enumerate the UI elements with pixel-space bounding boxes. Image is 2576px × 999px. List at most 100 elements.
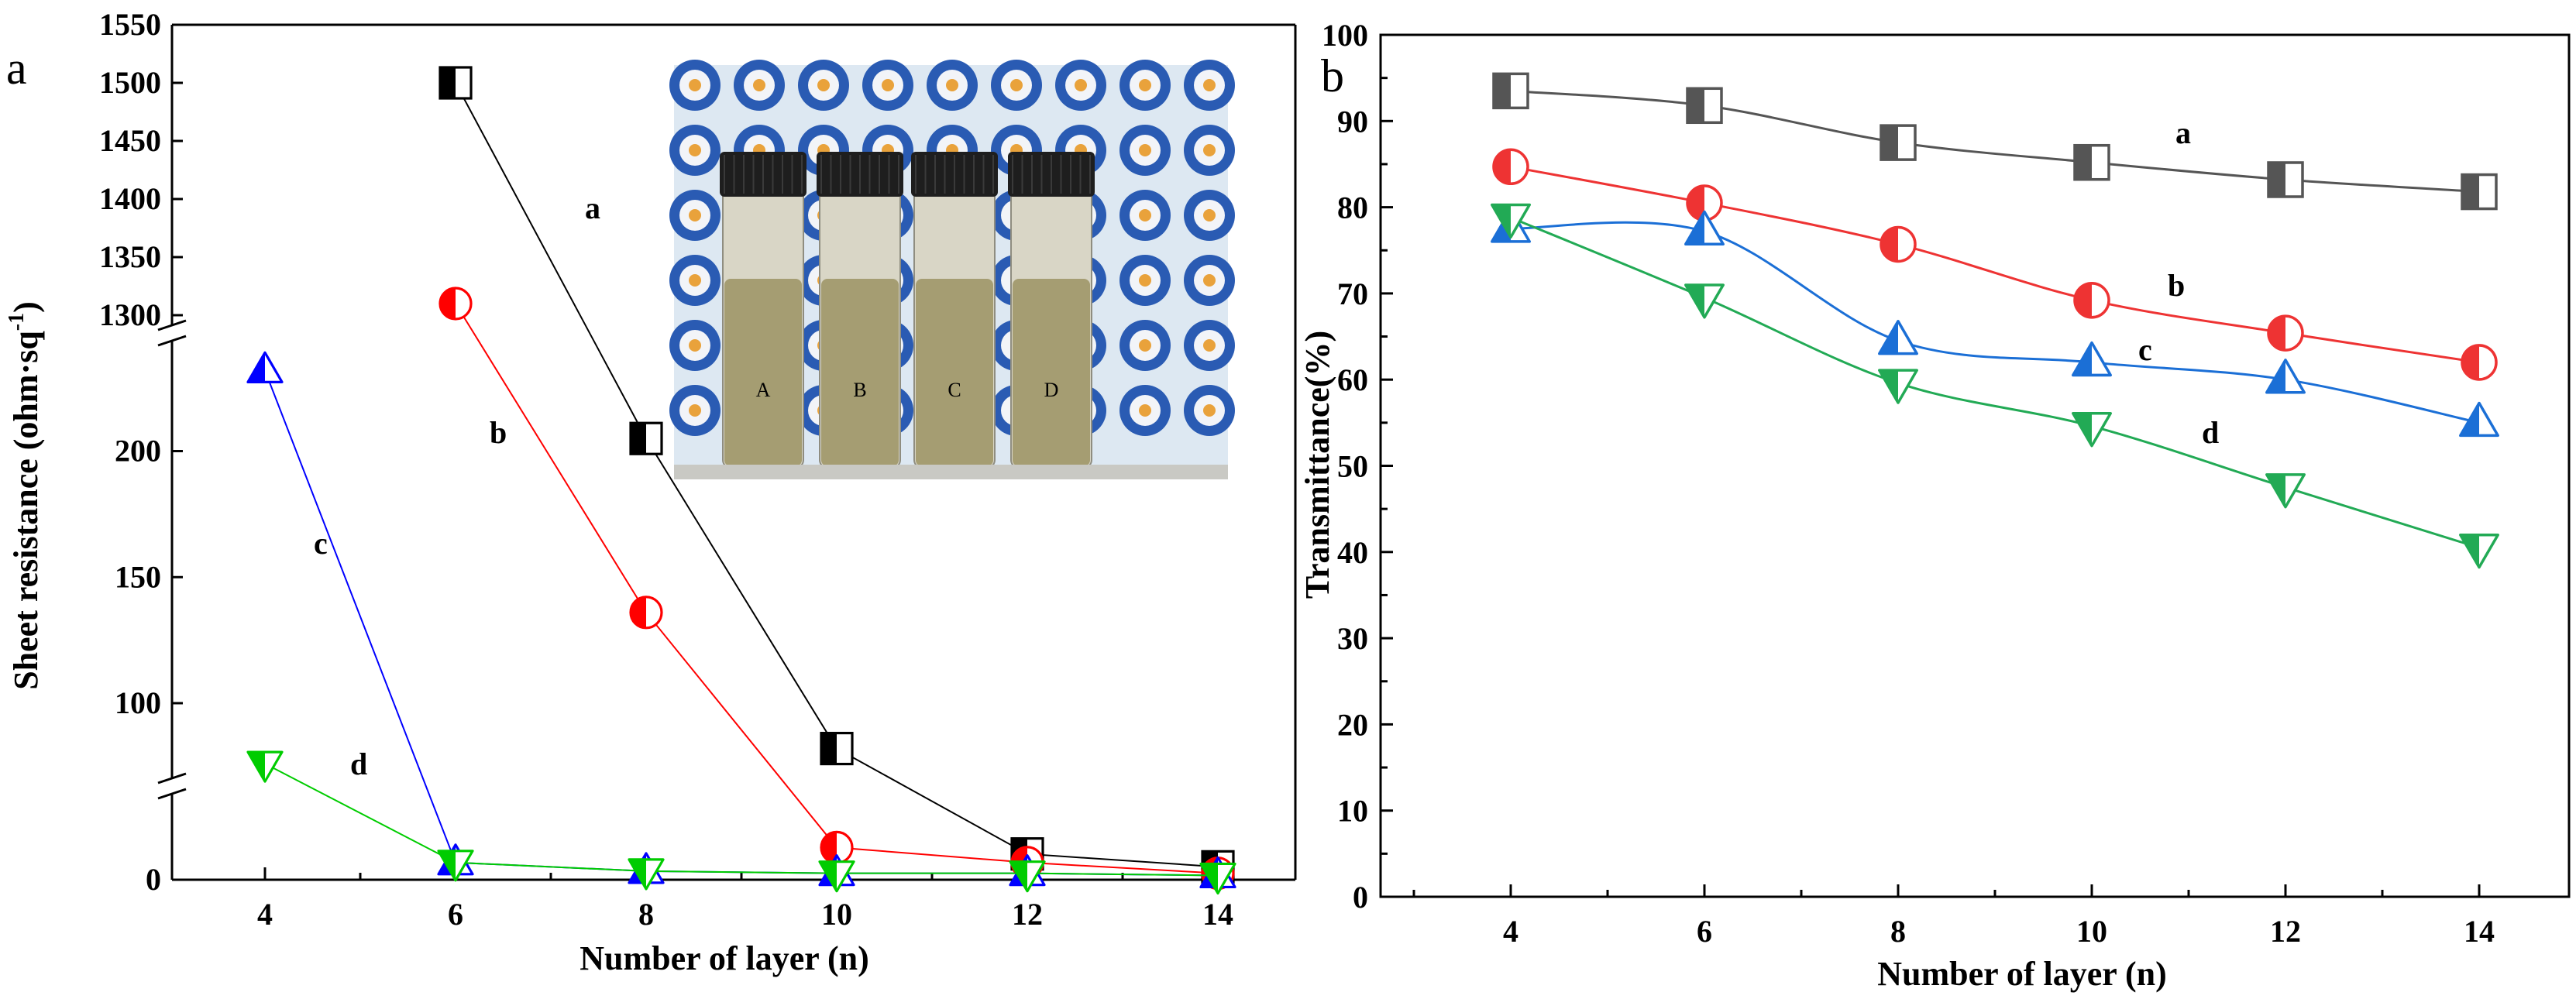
data-point-b	[439, 287, 473, 321]
data-point-b	[1880, 225, 1917, 263]
sticker-dot	[1139, 274, 1151, 287]
sticker-dot	[1203, 339, 1216, 352]
y-tick-label: 30	[1337, 621, 1368, 656]
series-label-b: b	[490, 415, 507, 450]
series-line-c	[1510, 221, 2480, 424]
data-point-b	[1492, 148, 1529, 186]
vial-label: A	[756, 379, 771, 401]
data-point-b	[2267, 314, 2304, 352]
data-point-c	[2265, 359, 2306, 394]
sticker-dot	[689, 274, 701, 287]
sticker-dot	[1203, 144, 1216, 156]
data-point-d	[2265, 473, 2306, 509]
data-point-b	[820, 830, 854, 864]
data-point-b	[2073, 282, 2110, 319]
vial-liquid	[821, 279, 899, 466]
panel-b-y-axis-title: Transmittance(%)	[1298, 331, 1336, 599]
sticker-dot	[689, 79, 701, 91]
y-tick-label: 0	[146, 862, 161, 897]
data-point-a	[629, 421, 663, 455]
y-tick-label: 100	[115, 685, 161, 720]
y-tick-label: 60	[1337, 362, 1368, 397]
data-point-a	[1880, 124, 1917, 161]
data-point-d	[628, 858, 665, 891]
data-point-d	[1878, 369, 1918, 404]
series-label-c: c	[2138, 332, 2152, 367]
panel-a-label: a	[6, 43, 27, 94]
y-tick-label: 100	[1322, 18, 1368, 53]
data-point-d	[1491, 203, 1531, 239]
y-tick-label: 20	[1337, 707, 1368, 742]
y-tick-label: 50	[1337, 449, 1368, 484]
y-tick-label: 70	[1337, 276, 1368, 311]
sticker-dot	[882, 79, 894, 91]
y-tick-label: 200	[115, 434, 161, 469]
axis-break-mark	[157, 335, 187, 347]
panel-a-x-axis-title: Number of layer (n)	[580, 939, 869, 977]
data-point-b	[629, 596, 663, 630]
data-point-d	[818, 860, 855, 893]
axis-break-mark	[157, 772, 187, 784]
x-tick-label: 14	[1202, 897, 1233, 932]
data-point-d	[2459, 533, 2499, 569]
sticker-dot	[1075, 79, 1087, 91]
x-tick-label: 14	[2464, 914, 2495, 949]
sticker-dot	[689, 339, 701, 352]
x-tick-label: 4	[257, 897, 273, 932]
y-tick-label: 80	[1337, 191, 1368, 225]
sticker-dot	[689, 209, 701, 221]
sticker-dot	[1139, 209, 1151, 221]
series-label-b: b	[2168, 268, 2185, 303]
vial-label: C	[948, 379, 961, 401]
series-line-a	[1510, 89, 2480, 194]
series-line-b	[1510, 165, 2480, 364]
series-line-d	[264, 763, 1219, 877]
y-tick-label: 1500	[99, 65, 161, 100]
data-point-a	[1686, 87, 1723, 125]
series-label-d: d	[350, 747, 367, 781]
y-tick-label: 1450	[99, 123, 161, 158]
data-point-c	[2072, 341, 2112, 377]
sticker-dot	[1139, 144, 1151, 156]
sticker-dot	[817, 79, 830, 91]
series-line-d	[1510, 216, 2480, 549]
series-label-c: c	[314, 526, 328, 561]
data-point-d	[246, 750, 284, 783]
panel-b-label: b	[1321, 50, 1344, 101]
x-tick-label: 10	[821, 897, 852, 932]
data-point-a	[1492, 72, 1529, 110]
sticker-dot	[1203, 209, 1216, 221]
axis-break-mark	[157, 319, 187, 331]
sticker-dot	[1139, 339, 1151, 352]
sticker-dot	[1203, 404, 1216, 417]
y-title-superscript: -1	[5, 313, 29, 331]
panel-b-x-axis-title: Number of layer (n)	[1877, 955, 2167, 993]
x-tick-label: 6	[448, 897, 463, 932]
data-point-c	[246, 351, 284, 383]
vial-liquid	[916, 279, 993, 466]
sticker-dot	[689, 144, 701, 156]
panel-a-y-axis-title: Sheet resistance (ohm·sq-1)	[5, 301, 45, 690]
vial-liquid	[1013, 279, 1090, 466]
x-tick-label: 6	[1697, 914, 1712, 949]
sticker-dot	[1203, 274, 1216, 287]
data-point-b	[1686, 184, 1723, 221]
inset-table-edge	[674, 465, 1228, 479]
data-point-b	[2461, 344, 2498, 381]
data-point-c	[2459, 401, 2499, 438]
x-tick-label: 10	[2076, 914, 2107, 949]
data-point-a	[439, 66, 473, 100]
data-point-a	[2461, 173, 2498, 211]
data-point-d	[2072, 412, 2112, 448]
y-tick-label: 10	[1337, 794, 1368, 829]
vial-liquid	[724, 279, 802, 466]
y-tick-label: 1300	[99, 297, 161, 332]
sticker-dot	[1010, 79, 1023, 91]
data-point-d	[1684, 283, 1725, 319]
vial-label: D	[1044, 379, 1059, 401]
data-point-d	[1199, 862, 1236, 895]
y-title-close: )	[7, 301, 45, 313]
